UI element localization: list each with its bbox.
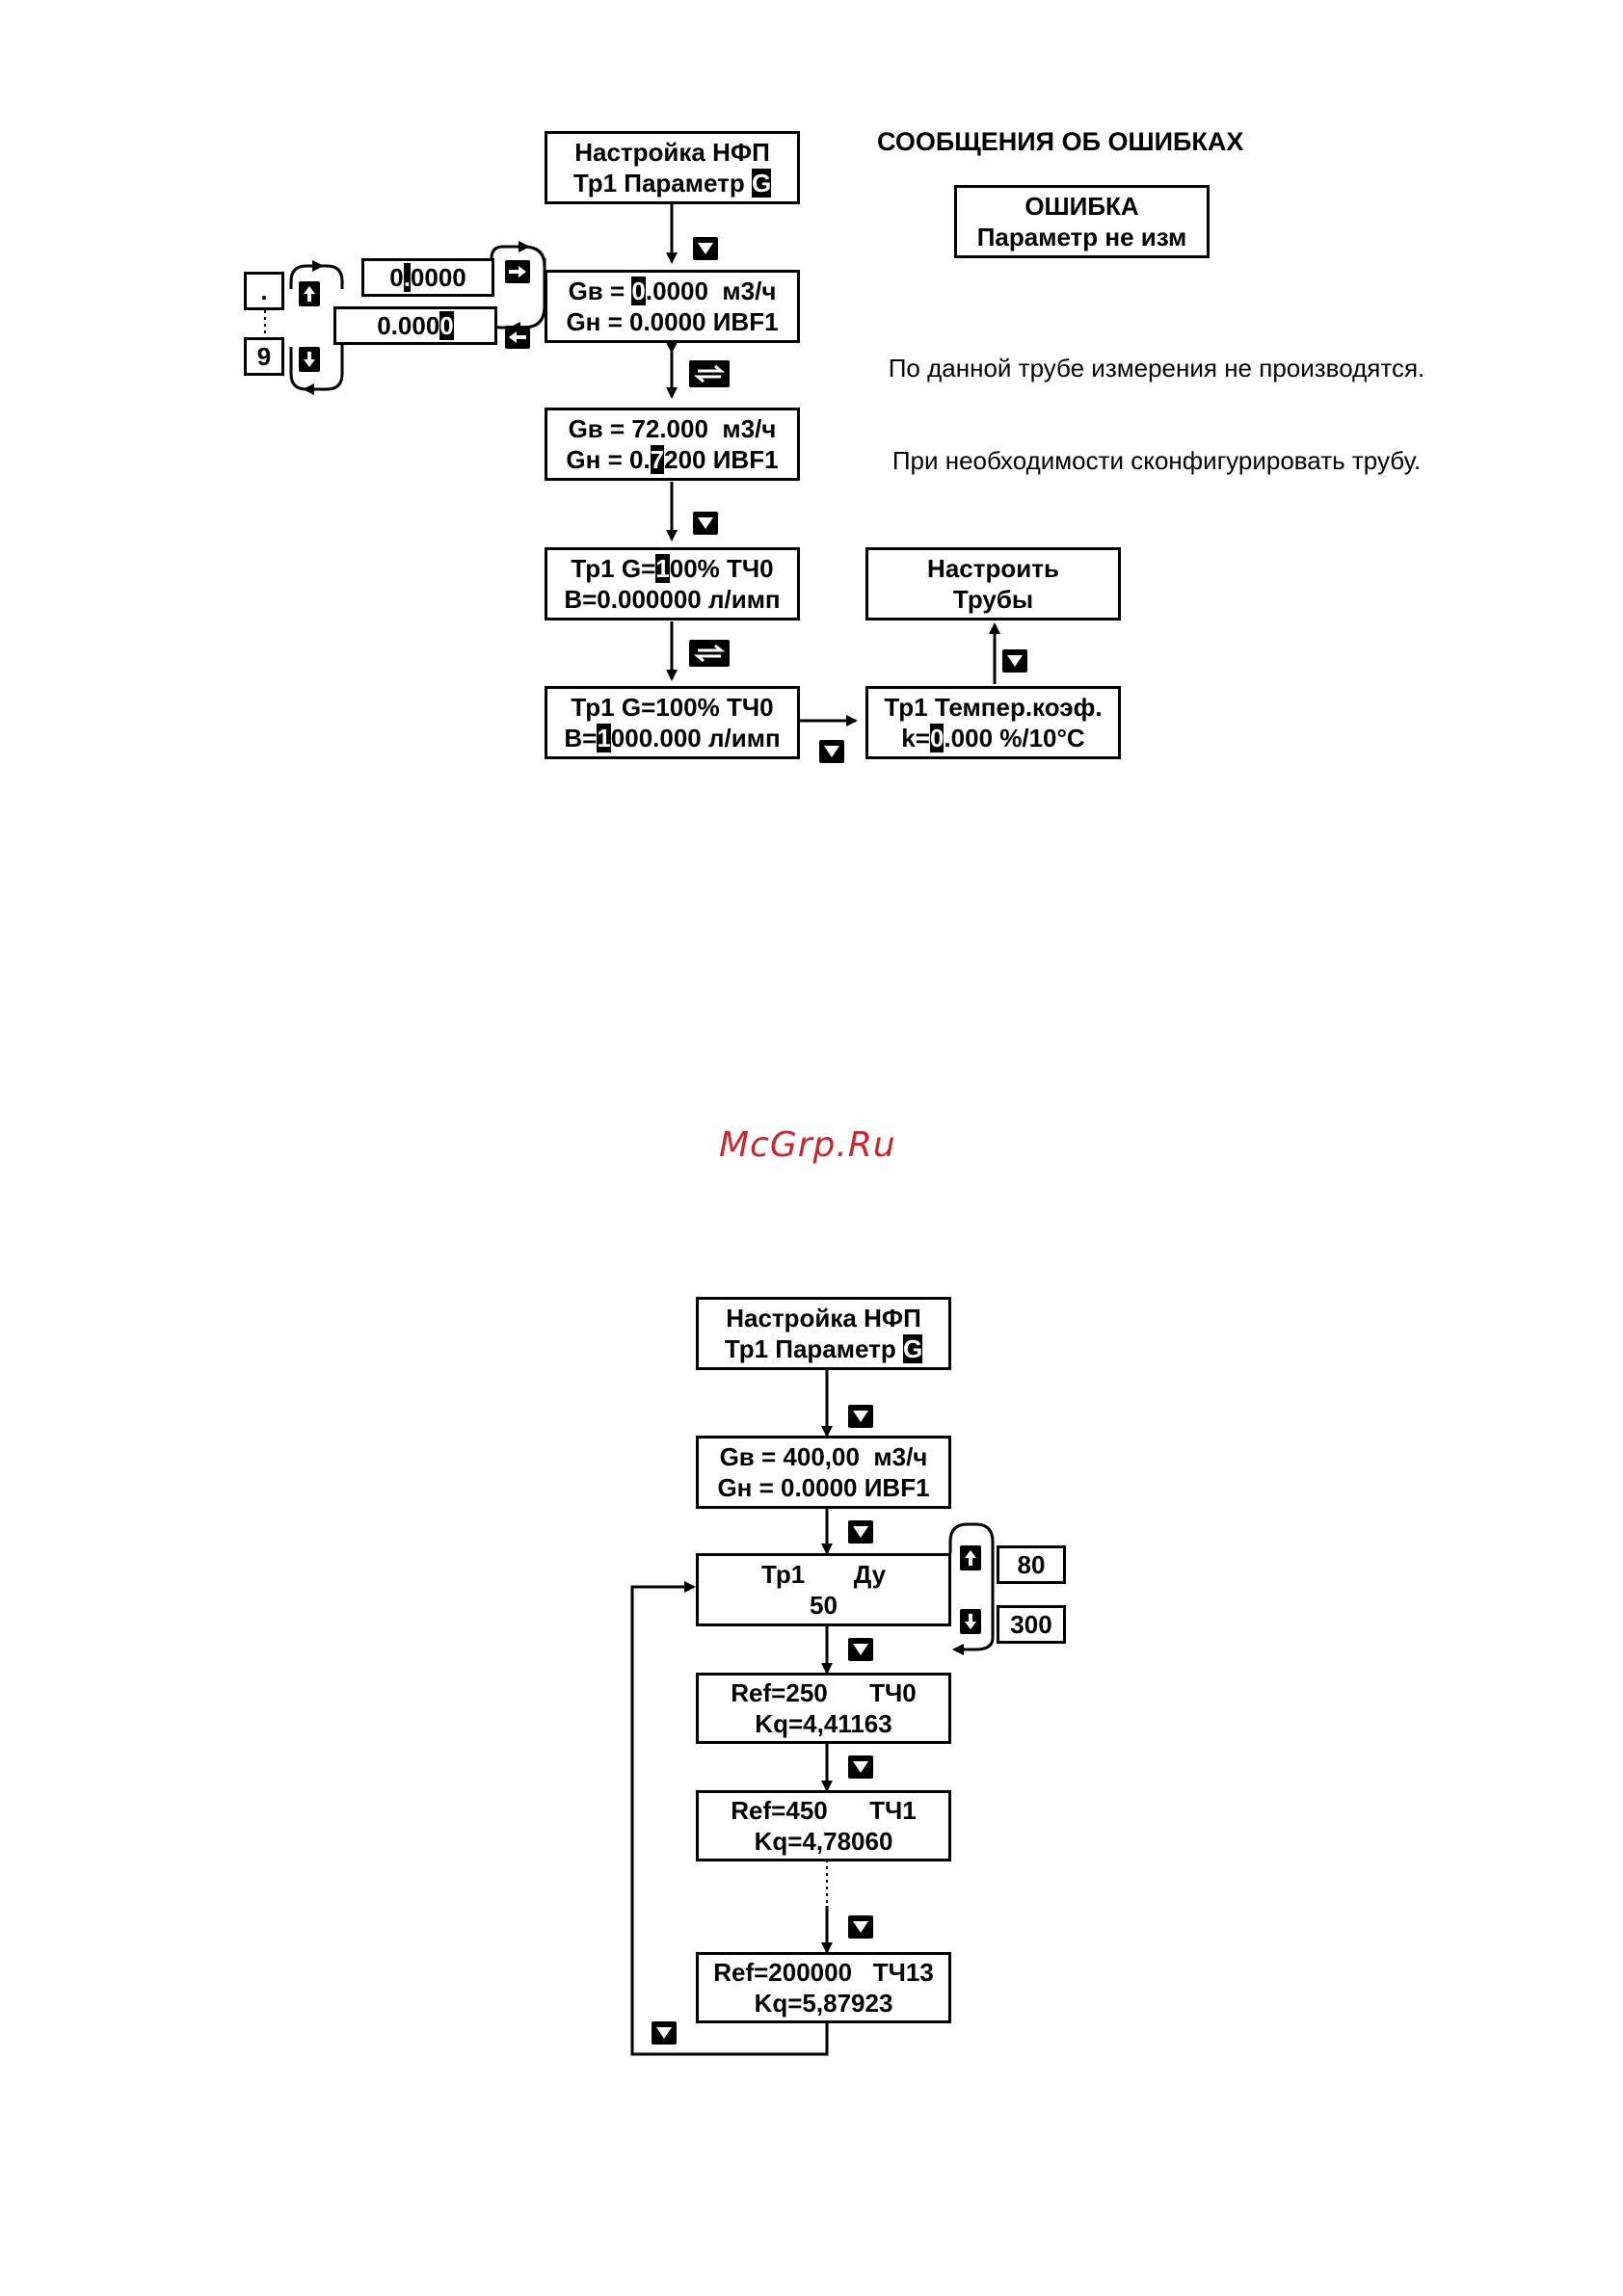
- error-box-line2: Параметр не изм: [976, 223, 1187, 251]
- side-top-value: 0.0000: [361, 258, 494, 297]
- nfp-setup-2-line2: Тр1 Параметр G: [699, 1333, 948, 1364]
- down-key-icon: [848, 1915, 873, 1939]
- enter-key-icon: [689, 640, 730, 667]
- temp-coef-prefix: k=: [901, 724, 930, 752]
- nfp-setup-2-prefix: Тр1 Параметр: [724, 1334, 903, 1363]
- flow-value-cursor: 7: [650, 445, 665, 474]
- flow-edit-line1-suffix: .0000 м3/ч: [645, 277, 777, 305]
- nfp-setup-line2: Тр1 Параметр G: [547, 168, 797, 198]
- temp-coef-line1: Тр1 Темпер.коэф.: [884, 693, 1103, 722]
- side-top-value-prefix: 0: [389, 263, 404, 292]
- down-key-icon: [848, 1755, 873, 1779]
- watermark: McGrp.Ru: [719, 1125, 896, 1165]
- nfp-setup-line1: Настройка НФП: [574, 138, 770, 167]
- nfp-setup-box: Настройка НФП Тр1 Параметр G: [545, 131, 800, 204]
- ref-box-0: Ref=250 ТЧ0 Kq=4,41163: [696, 1673, 951, 1744]
- digit-bottom-box: 9: [244, 337, 284, 376]
- flow-value-box: Gв = 72.000 м3/ч Gн = 0.7200 ИВF1: [545, 408, 800, 481]
- ref-box-0-line2: Kq=4,41163: [755, 1709, 892, 1738]
- error-note-line1: По данной трубе измерения не производятс…: [888, 354, 1425, 383]
- flow-box-2: Gв = 400,00 м3/ч Gн = 0.0000 ИВF1: [696, 1436, 951, 1509]
- temp-coef-line2: k=0.000 %/10°C: [868, 723, 1118, 753]
- digit-top-box: .: [244, 272, 284, 310]
- flow-edit-box: Gв = 0.0000 м3/ч Gн = 0.0000 ИВF1: [545, 270, 800, 343]
- nfp-setup-cursor: G: [751, 169, 772, 198]
- down-key-icon: [848, 1405, 873, 1428]
- error-box-line1: ОШИБКА: [1024, 192, 1139, 221]
- du-box-line1: Тр1 Ду: [760, 1560, 887, 1589]
- flow-value-line2-suffix: 200 ИВF1: [664, 445, 779, 474]
- side-bottom-value: 0.0000: [333, 306, 497, 345]
- down-key-icon: [693, 512, 718, 535]
- du-value-down: 300: [997, 1605, 1066, 1644]
- du-box: Тр1 Ду 50: [696, 1553, 951, 1626]
- du-value-up: 80: [997, 1545, 1066, 1584]
- tch-box-1-prefix: Тр1 G=: [571, 554, 656, 583]
- left-key-icon: [505, 326, 530, 349]
- up-key-icon: [299, 281, 320, 306]
- down-key-icon: [848, 1638, 873, 1661]
- tch-box-2-cursor: 1: [597, 724, 611, 752]
- side-top-value-cursor: .: [403, 263, 411, 292]
- flow-edit-cursor: 0: [631, 277, 646, 305]
- up-key-icon: [960, 1545, 981, 1570]
- flow-value-line1: Gв = 72.000 м3/ч: [568, 414, 777, 443]
- ref-box-13-line1: Ref=200000 ТЧ13: [713, 1958, 934, 1987]
- down-key-icon: [848, 1520, 873, 1544]
- tch-box-1-line2: B=0.000000 л/имп: [564, 585, 781, 614]
- setup-pipes-line2: Трубы: [952, 585, 1034, 614]
- ref-box-1: Ref=450 ТЧ1 Kq=4,78060: [696, 1790, 951, 1861]
- flow-edit-line2: Gн = 0.0000 ИВF1: [566, 307, 779, 336]
- flow-edit-line1: Gв = 0.0000 м3/ч: [547, 276, 797, 306]
- du-box-line2: 50: [810, 1591, 838, 1620]
- temp-coef-box: Тр1 Темпер.коэф. k=0.000 %/10°C: [865, 686, 1121, 759]
- side-top-value-suffix: 0000: [410, 263, 466, 292]
- side-bottom-value-cursor: 0: [439, 311, 454, 340]
- tch-box-2-prefix: B=: [564, 724, 598, 752]
- nfp-setup-box-2: Настройка НФП Тр1 Параметр G: [696, 1297, 951, 1370]
- ref-box-0-line1: Ref=250 ТЧ0: [731, 1678, 917, 1707]
- tch-box-1-suffix: 00% ТЧ0: [669, 554, 774, 583]
- tch-box-1-cursor: 1: [655, 554, 670, 583]
- error-note: По данной трубе измерения не производятс…: [829, 291, 1484, 538]
- error-message-box: ОШИБКА Параметр не изм: [954, 185, 1210, 258]
- setup-pipes-box: Настроить Трубы: [865, 547, 1121, 620]
- down-arrow-key-icon: [299, 347, 320, 372]
- down-key-icon: [819, 740, 844, 763]
- ref-box-1-line1: Ref=450 ТЧ1: [731, 1796, 917, 1825]
- flow-value-line2-prefix: Gн = 0.: [566, 445, 651, 474]
- nfp-setup-2-line1: Настройка НФП: [726, 1304, 921, 1333]
- flow-box-2-line1: Gв = 400,00 м3/ч: [719, 1442, 928, 1471]
- flow-value-line2: Gн = 0.7200 ИВF1: [547, 444, 797, 475]
- tch-box-1-line1: Тр1 G=100% ТЧ0: [547, 553, 797, 584]
- flow-box-2-line2: Gн = 0.0000 ИВF1: [717, 1473, 930, 1502]
- temp-coef-suffix: .000 %/10°C: [944, 724, 1085, 752]
- side-bottom-value-prefix: 0.000: [377, 311, 440, 340]
- nfp-setup-line2-text: Тр1 Параметр: [572, 169, 752, 198]
- tch-box-1: Тр1 G=100% ТЧ0 B=0.000000 л/имп: [545, 547, 800, 620]
- tch-box-2-line2: B=1000.000 л/имп: [547, 723, 797, 753]
- temp-coef-cursor: 0: [929, 724, 945, 752]
- ref-box-13: Ref=200000 ТЧ13 Kq=5,87923: [696, 1952, 951, 2023]
- tch-box-2: Тр1 G=100% ТЧ0 B=1000.000 л/имп: [545, 686, 800, 759]
- down-key-icon: [652, 2021, 677, 2045]
- error-note-line2: При необходимости сконфигурировать трубу…: [891, 446, 1422, 475]
- error-section-heading: СООБЩЕНИЯ ОБ ОШИБКАХ: [877, 127, 1244, 156]
- ref-box-1-line2: Kq=4,78060: [754, 1827, 893, 1856]
- right-key-icon: [505, 260, 530, 283]
- down-arrow-key-icon: [960, 1609, 981, 1634]
- setup-pipes-line1: Настроить: [927, 554, 1059, 583]
- down-key-icon: [1002, 649, 1027, 673]
- flow-edit-line1-prefix: Gв =: [568, 277, 632, 305]
- enter-key-icon: [689, 360, 730, 387]
- ref-box-13-line2: Kq=5,87923: [754, 1989, 893, 2018]
- down-key-icon: [693, 237, 718, 260]
- nfp-setup-2-cursor: G: [902, 1334, 923, 1363]
- tch-box-2-suffix: 000.000 л/имп: [610, 724, 781, 752]
- tch-box-2-line1: Тр1 G=100% ТЧ0: [571, 693, 774, 722]
